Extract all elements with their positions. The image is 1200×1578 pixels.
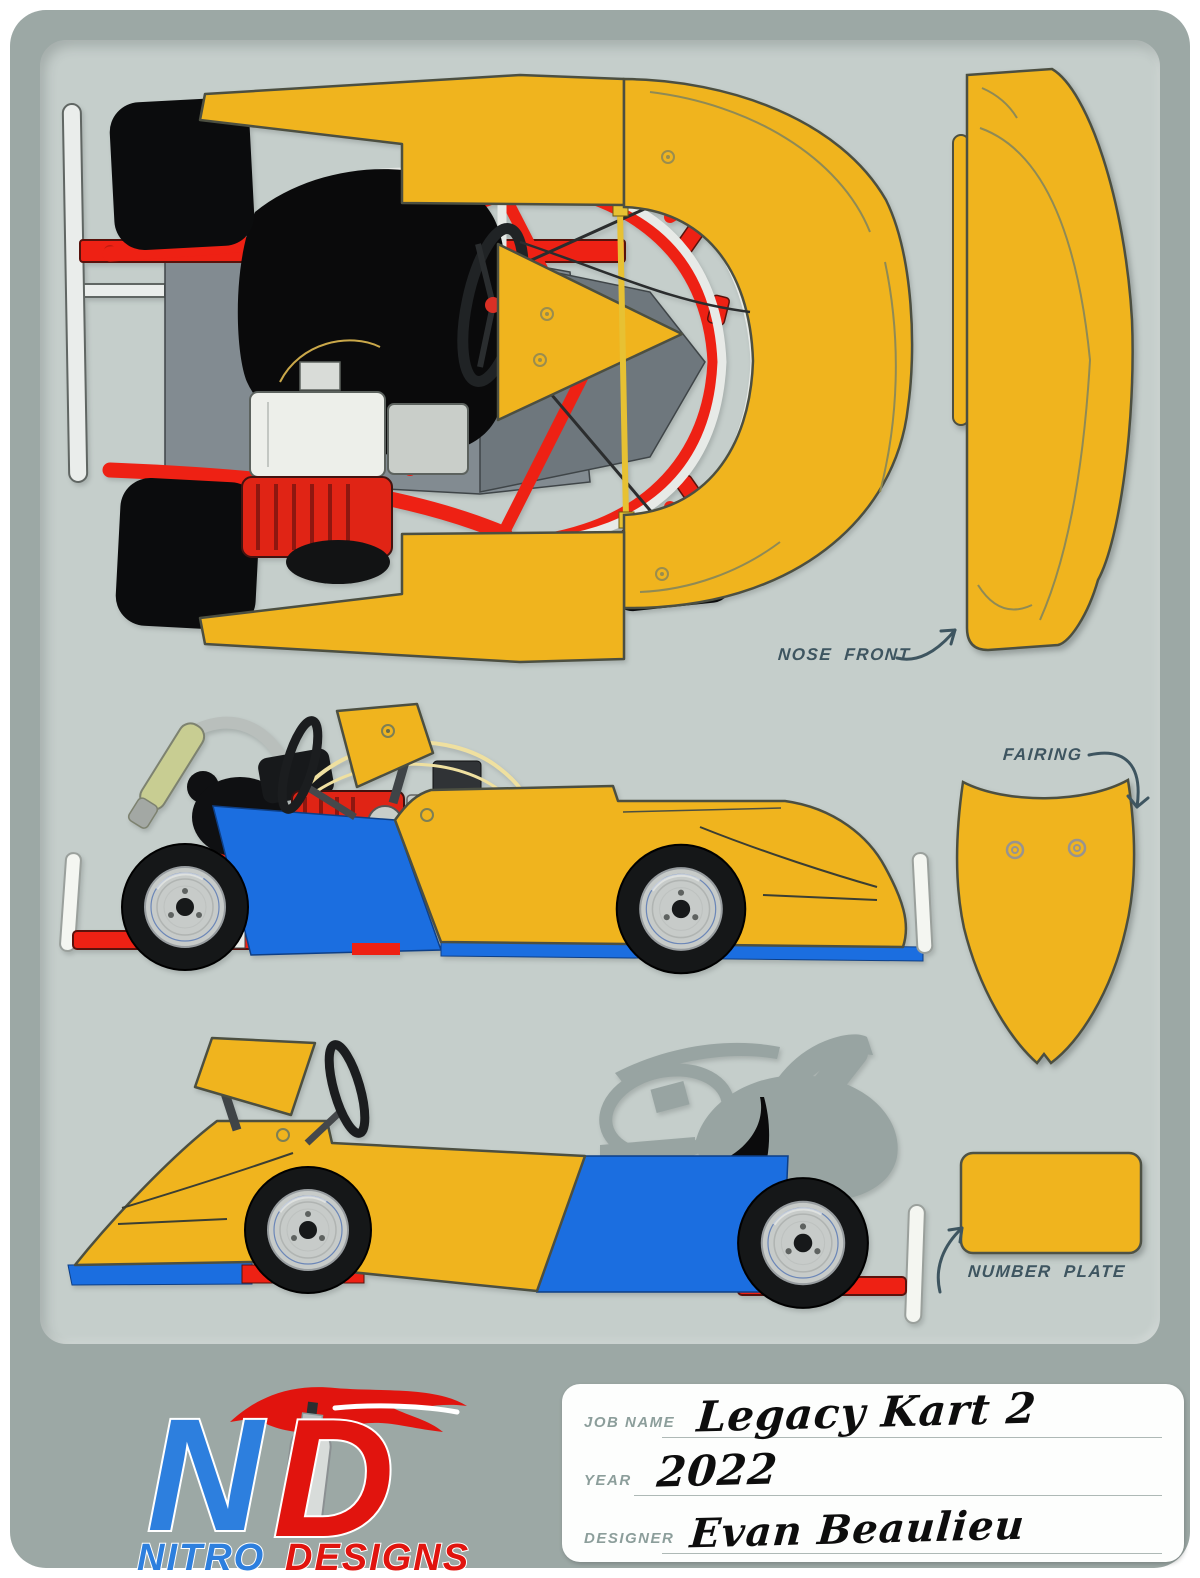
number-plate-piece — [959, 1151, 1143, 1255]
rear-wheel-left-view — [736, 1176, 870, 1310]
designer-label: DESIGNER — [584, 1530, 675, 1547]
nose-front-label: NOSE FRONT — [777, 645, 912, 664]
logo-letter-n: N — [147, 1385, 266, 1564]
seat-back-fin — [727, 1097, 770, 1159]
flame-graphic — [230, 1387, 467, 1450]
nose-front-arrow — [895, 628, 957, 661]
front-wheel — [615, 843, 747, 975]
logo-word-designs: DESIGNS — [285, 1537, 470, 1578]
windscreen-side — [335, 702, 435, 805]
title-block: JOB NAME Legacy Kart 2 YEAR 2022 DESIGNE… — [562, 1383, 1184, 1562]
nose-crease-bottom — [977, 584, 1033, 611]
fairing-screws — [1005, 838, 1087, 860]
designer-line — [662, 1553, 1162, 1554]
fairing-arrow — [1087, 751, 1150, 809]
logo-word-nitro: NITRO — [137, 1537, 265, 1578]
body-screw — [420, 808, 434, 822]
designer-value: Evan Beaulieu — [688, 1501, 1027, 1558]
kart-side-view-right — [59, 702, 934, 975]
front-wheel-left-view — [243, 1165, 373, 1295]
nose-panel — [965, 67, 1134, 652]
rear-bumper-stick-left — [904, 1204, 926, 1324]
kart-side-view-left — [67, 1034, 926, 1324]
engine-top-view — [241, 339, 469, 584]
brake-cable — [519, 240, 751, 314]
nose-front-piece — [952, 67, 1134, 652]
number-plate-blank — [959, 1151, 1143, 1255]
nitro-bottle — [280, 1401, 332, 1538]
number-plate-arrow — [936, 1226, 964, 1294]
fairing-top-view — [496, 242, 684, 422]
logo-letter-d: D — [273, 1384, 394, 1572]
front-bumper-stick — [911, 852, 934, 954]
nose-crease-line — [979, 127, 1092, 621]
windscreen-left — [193, 1036, 317, 1132]
steering-wheel-side — [277, 716, 357, 820]
rear-bumper-stick — [59, 852, 82, 952]
number-plate-label: NUMBER PLATE — [967, 1262, 1127, 1281]
year-value: 2022 — [655, 1444, 780, 1497]
rear-wheel — [120, 842, 250, 972]
rear-tires-top — [109, 97, 261, 631]
job-name-line — [662, 1437, 1162, 1438]
nitro-designs-logo: N D NITRO DESIGNS — [136, 1382, 470, 1578]
top-sidepod-lower — [198, 530, 626, 664]
rear-bumper — [61, 103, 166, 483]
nose-bodywork-top — [622, 77, 914, 610]
top-sidepod-upper — [198, 73, 626, 207]
job-name-value: Legacy Kart 2 — [695, 1383, 1039, 1442]
kart-top-view — [61, 73, 914, 664]
lower-rail-glimpse — [352, 943, 400, 955]
nose-crease-top — [981, 87, 1018, 119]
year-label: YEAR — [584, 1472, 632, 1489]
job-name-label: JOB NAME — [584, 1414, 676, 1431]
fairing-piece — [955, 778, 1136, 1065]
year-line — [634, 1495, 1162, 1496]
body-screw-left — [276, 1128, 290, 1142]
fairing-label: FAIRING — [1002, 745, 1084, 764]
fairing-shield — [955, 778, 1136, 1065]
steering-wheel-left — [304, 1040, 370, 1146]
